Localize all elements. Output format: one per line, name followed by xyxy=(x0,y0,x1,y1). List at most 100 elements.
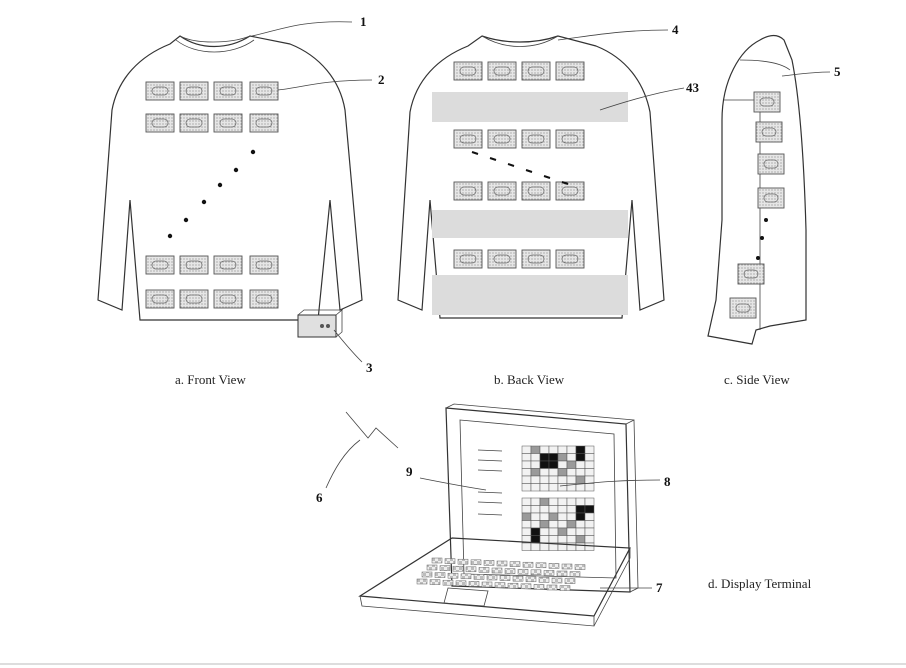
heatmap-cell xyxy=(540,461,549,469)
side-pads xyxy=(730,92,784,318)
heatmap-cell xyxy=(531,506,540,514)
ref-6: 6 xyxy=(316,490,323,505)
heatmap-cell xyxy=(522,484,531,492)
keyboard-key xyxy=(448,573,458,578)
heatmap-cell xyxy=(576,528,585,536)
keyboard-key xyxy=(492,568,502,573)
keyboard-key xyxy=(495,583,505,588)
back-view: 4 43 b. Back View xyxy=(398,22,700,387)
heatmap-cell xyxy=(585,469,594,477)
heatmap-cell xyxy=(558,484,567,492)
heatmap-cell xyxy=(567,506,576,514)
keyboard xyxy=(417,558,585,591)
heatmap-cell xyxy=(576,469,585,477)
screen-heatmap-top xyxy=(522,446,594,491)
keyboard-key xyxy=(500,576,510,581)
sensor-pad xyxy=(180,82,208,100)
heatmap-cell xyxy=(558,506,567,514)
keyboard-key xyxy=(552,578,562,583)
heatmap-cell xyxy=(549,461,558,469)
heatmap-cell xyxy=(549,536,558,544)
sensor-pad xyxy=(250,114,278,132)
heatmap-cell xyxy=(576,498,585,506)
sensor-pad xyxy=(522,130,550,148)
sensor-pad xyxy=(146,114,174,132)
heatmap-cell xyxy=(576,543,585,551)
heatmap-cell xyxy=(576,476,585,484)
heatmap-cell xyxy=(531,498,540,506)
keyboard-key xyxy=(539,577,549,582)
sensor-pad xyxy=(488,130,516,148)
heatmap-cell xyxy=(522,498,531,506)
heatmap-cell xyxy=(549,469,558,477)
keyboard-key xyxy=(458,559,468,564)
heatmap-cell xyxy=(522,506,531,514)
sensor-pad xyxy=(454,250,482,268)
sensor-pad xyxy=(556,182,584,200)
keyboard-key xyxy=(531,570,541,575)
front-dots xyxy=(168,150,255,238)
heatmap-cell xyxy=(540,513,549,521)
front-pads-top xyxy=(146,82,278,132)
keyboard-key xyxy=(526,577,536,582)
keyboard-key xyxy=(565,579,575,584)
heatmap-cell xyxy=(531,454,540,462)
keyboard-key xyxy=(549,563,559,568)
heatmap-cell xyxy=(558,498,567,506)
heatmap-cell xyxy=(558,528,567,536)
sensor-pad xyxy=(454,182,482,200)
ref-7: 7 xyxy=(656,580,663,595)
keyboard-key xyxy=(497,561,507,566)
heatmap-cell xyxy=(540,446,549,454)
heatmap-cell xyxy=(540,543,549,551)
caption-back-view: b. Back View xyxy=(494,372,565,387)
caption-front-view: a. Front View xyxy=(175,372,246,387)
keyboard-key xyxy=(513,576,523,581)
keyboard-key xyxy=(518,569,528,574)
heatmap-cell xyxy=(585,484,594,492)
caption-display-terminal: d. Display Terminal xyxy=(708,576,812,591)
keyboard-key xyxy=(432,558,442,563)
sensor-pad xyxy=(214,290,242,308)
heatmap-cell xyxy=(549,506,558,514)
heatmap-cell xyxy=(558,536,567,544)
sensor-pad xyxy=(146,290,174,308)
ref-3: 3 xyxy=(366,360,373,375)
heatmap-cell xyxy=(576,536,585,544)
heatmap-cell xyxy=(576,506,585,514)
heatmap-cell xyxy=(540,484,549,492)
keyboard-key xyxy=(440,566,450,571)
keyboard-key xyxy=(560,586,570,591)
heatmap-cell xyxy=(576,513,585,521)
heatmap-cell xyxy=(531,446,540,454)
heatmap-cell xyxy=(549,513,558,521)
heatmap-cell xyxy=(585,513,594,521)
heatmap-cell xyxy=(540,528,549,536)
heatmap-cell xyxy=(567,469,576,477)
sensor-pad xyxy=(556,250,584,268)
heatmap-cell xyxy=(549,476,558,484)
heatmap-cell xyxy=(576,454,585,462)
heatmap-cell xyxy=(531,536,540,544)
heatmap-cell xyxy=(522,528,531,536)
heatmap-cell xyxy=(585,536,594,544)
keyboard-key xyxy=(487,575,497,580)
heatmap-cell xyxy=(585,528,594,536)
heatmap-cell xyxy=(567,521,576,529)
heatmap-cell xyxy=(531,521,540,529)
keyboard-key xyxy=(479,567,489,572)
heatmap-cell xyxy=(558,454,567,462)
side-view: 5 c. Side View xyxy=(708,36,841,388)
heatmap-cell xyxy=(540,506,549,514)
side-shirt-outline xyxy=(708,36,806,345)
keyboard-key xyxy=(445,559,455,564)
heatmap-cell xyxy=(522,513,531,521)
front-shirt-outline xyxy=(98,36,362,320)
heatmap-cell xyxy=(576,461,585,469)
keyboard-key xyxy=(466,567,476,572)
sensor-pad xyxy=(758,188,784,208)
keyboard-key xyxy=(523,562,533,567)
heatmap-cell xyxy=(531,484,540,492)
sensor-pad xyxy=(180,114,208,132)
